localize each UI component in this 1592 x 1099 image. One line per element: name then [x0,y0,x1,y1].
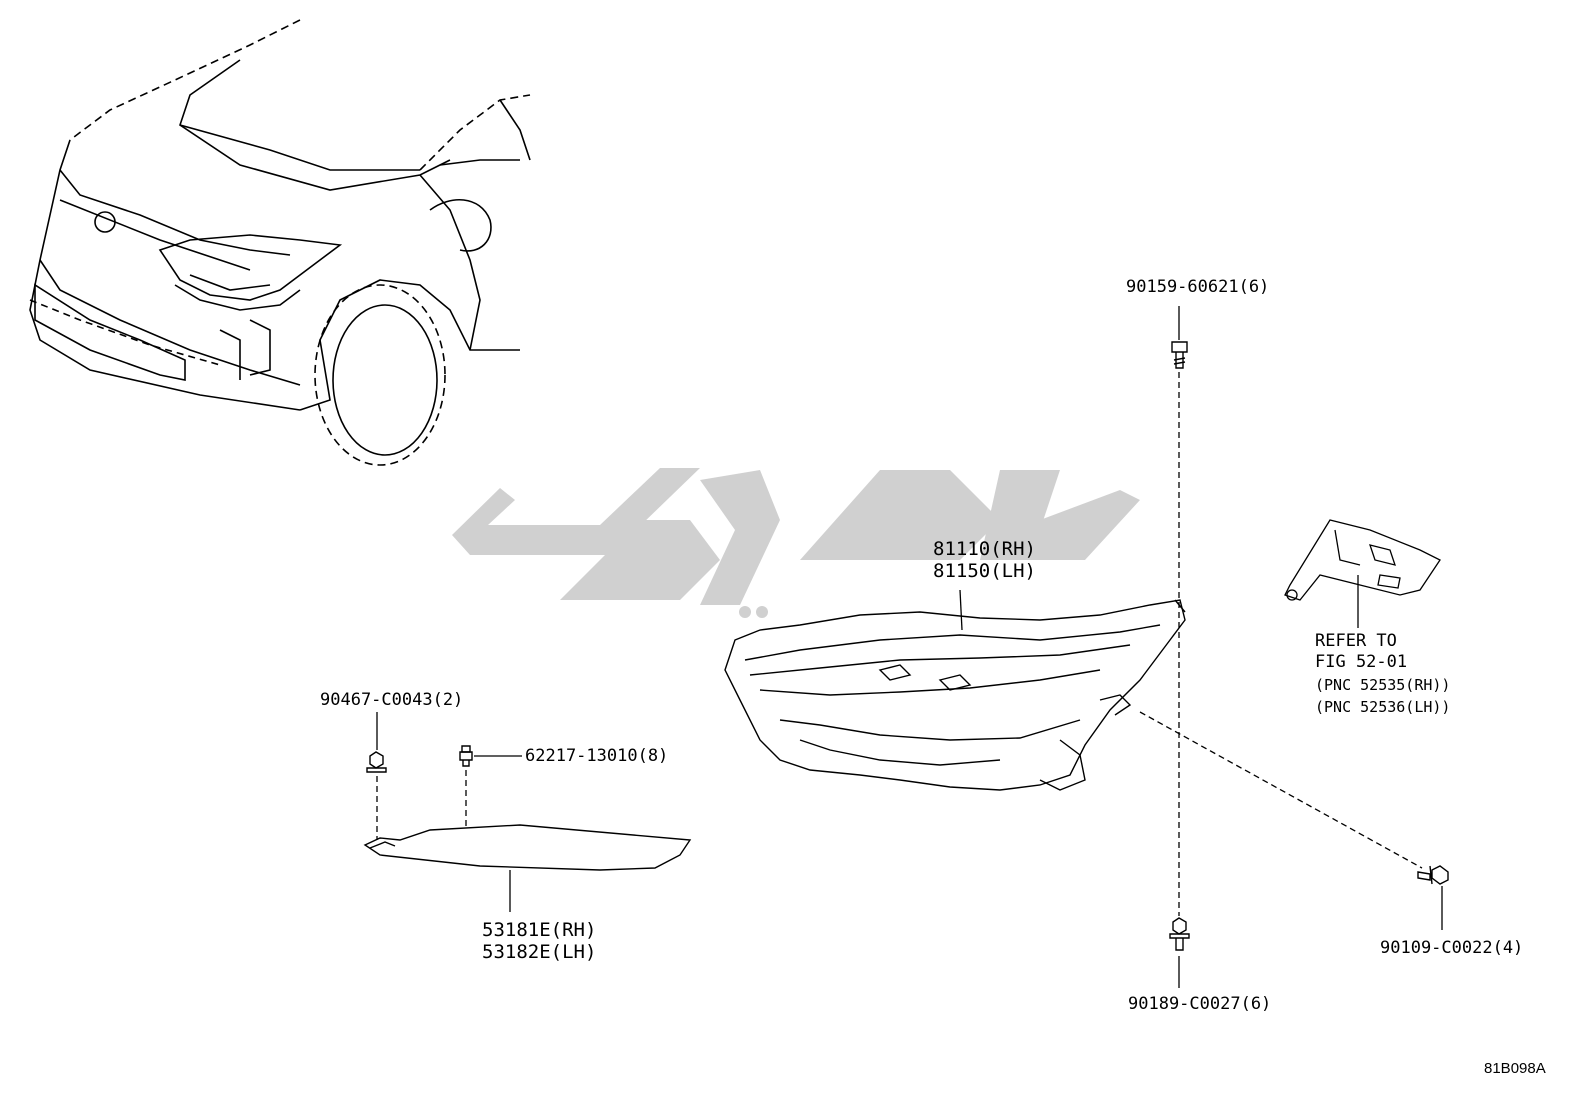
label-cover-rh: 53181E(RH) [482,919,597,941]
watermark-logo [452,468,1140,618]
label-bracket-pnc-lh: (PNC 52536(LH)) [1315,698,1451,716]
leader-lines [376,306,1443,988]
label-cover-lh: 53182E(LH) [482,941,597,963]
label-bracket-refer: REFER TO [1315,631,1397,651]
cover-part [363,824,692,871]
screw-top-icon [1171,341,1188,369]
label-clip: 62217-13010(8) [525,746,669,766]
label-screw-top: 90159-60621(6) [1126,277,1270,297]
label-headlamp-lh: 81150(LH) [933,560,1036,582]
label-screw-right: 90109-C0022(4) [1380,938,1524,958]
headlamp-assembly [724,599,1186,791]
diagram-id: 81B098A [1484,1060,1546,1077]
label-bracket-pnc-rh: (PNC 52535(RH)) [1315,676,1451,694]
nut-left-icon [366,751,387,773]
screw-right-icon [1417,865,1449,885]
screw-bottom-icon [1169,917,1190,951]
clip-icon [459,745,473,767]
bracket-part [1284,519,1441,601]
label-headlamp-rh: 81110(RH) [933,538,1036,560]
label-screw-bottom: 90189-C0027(6) [1128,994,1272,1014]
label-nut-left: 90467-C0043(2) [320,690,464,710]
label-bracket-fig: FIG 52-01 [1315,652,1408,672]
car-front-illustration [29,19,531,466]
